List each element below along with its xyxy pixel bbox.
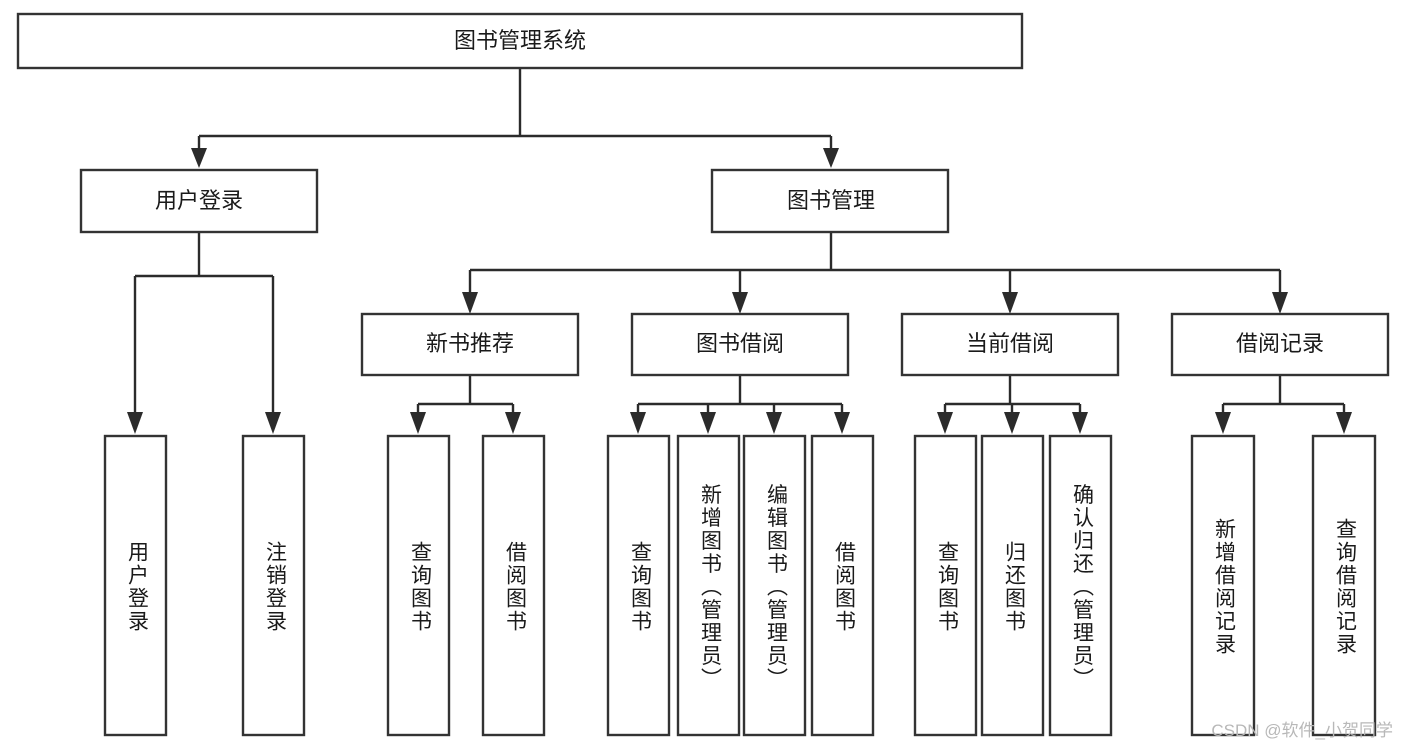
leaf-user-login-box[interactable] (103, 434, 168, 737)
leaf-bb-edit-label: 编辑图书（管理员） (764, 484, 788, 691)
leaf-br-query-record[interactable]: 查询借阅记录 (1311, 434, 1377, 737)
node-new-book-recommend[interactable]: 新书推荐 (360, 312, 580, 377)
node-user-login[interactable]: 用户登录 (79, 168, 319, 234)
leaf-cb-query-box[interactable] (913, 434, 978, 737)
arrowhead-newbook-borrow (505, 412, 521, 434)
leaf-cb-return-label: 归还图书 (1002, 541, 1026, 633)
leaf-br-add-label: 新增借阅记录 (1212, 518, 1236, 656)
connector-layer (127, 68, 1352, 434)
arrowhead-cb-return (1004, 412, 1020, 434)
book-management-label: 图书管理 (787, 188, 875, 213)
arrowhead-cb-query (937, 412, 953, 434)
arrowhead-current-borrow (1002, 292, 1018, 314)
arrowhead-leaf-user-login (127, 412, 143, 434)
leaf-cb-query-label: 查询图书 (935, 541, 959, 633)
leaf-br-add-box[interactable] (1190, 434, 1256, 737)
leaf-user-login-label: 用户登录 (125, 541, 149, 633)
root-box[interactable] (16, 12, 1024, 70)
leaf-newbook-query-label: 查询图书 (408, 541, 432, 633)
leaf-cb-query-book[interactable]: 查询图书 (913, 434, 978, 737)
borrow-record-label: 借阅记录 (1236, 331, 1324, 356)
leaf-logout-box[interactable] (241, 434, 306, 737)
leaf-cb-confirm-label: 确认归还（管理员） (1070, 484, 1094, 691)
book-borrow-box[interactable] (630, 312, 850, 377)
node-book-borrow[interactable]: 图书借阅 (630, 312, 850, 377)
leaf-br-query-label: 查询借阅记录 (1333, 518, 1357, 656)
user-login-box[interactable] (79, 168, 319, 234)
new-book-recommend-label: 新书推荐 (426, 331, 514, 356)
leaf-cb-return-box[interactable] (980, 434, 1045, 737)
arrowhead-bb-edit (766, 412, 782, 434)
leaf-cb-confirm-box[interactable] (1048, 434, 1113, 737)
arrowhead-borrow-record (1272, 292, 1288, 314)
leaf-newbook-borrow-box[interactable] (481, 434, 546, 737)
node-book-management[interactable]: 图书管理 (710, 168, 950, 234)
leaf-logout[interactable]: 注销登录 (241, 434, 306, 737)
arrowhead-new-book-rec (462, 292, 478, 314)
leaf-bb-add-label: 新增图书（管理员） (698, 484, 722, 691)
arrowhead-book-borrow (732, 292, 748, 314)
borrow-record-box[interactable] (1170, 312, 1390, 377)
current-borrow-box[interactable] (900, 312, 1120, 377)
book-management-box[interactable] (710, 168, 950, 234)
leaf-bb-add-book-admin[interactable]: 新增图书（管理员） (676, 434, 741, 737)
leaf-cb-return-book[interactable]: 归还图书 (980, 434, 1045, 737)
arrowhead-bb-query (630, 412, 646, 434)
leaf-bb-edit-book-admin[interactable]: 编辑图书（管理员） (742, 434, 807, 737)
arrowhead-user-login (191, 148, 207, 168)
book-borrow-label: 图书借阅 (696, 331, 784, 356)
arrowhead-br-add (1215, 412, 1231, 434)
leaf-bb-query-book[interactable]: 查询图书 (606, 434, 671, 737)
arrowhead-bb-add (700, 412, 716, 434)
arrowhead-cb-confirm (1072, 412, 1088, 434)
arrowhead-book-mgmt (823, 148, 839, 168)
arrowhead-bb-borrow (834, 412, 850, 434)
leaf-br-add-record[interactable]: 新增借阅记录 (1190, 434, 1256, 737)
leaf-br-query-box[interactable] (1311, 434, 1377, 737)
arrowhead-newbook-query (410, 412, 426, 434)
leaf-bb-query-label: 查询图书 (628, 541, 652, 633)
new-book-recommend-box[interactable] (360, 312, 580, 377)
leaf-bb-add-box[interactable] (676, 434, 741, 737)
leaf-logout-label: 注销登录 (263, 541, 287, 633)
current-borrow-label: 当前借阅 (966, 331, 1054, 356)
leaf-newbook-borrow-label: 借阅图书 (503, 541, 527, 633)
node-borrow-record[interactable]: 借阅记录 (1170, 312, 1390, 377)
leaf-user-login[interactable]: 用户登录 (103, 434, 168, 737)
user-login-label: 用户登录 (155, 188, 243, 213)
arrowhead-br-query (1336, 412, 1352, 434)
leaf-bb-edit-box[interactable] (742, 434, 807, 737)
leaf-bb-borrow-label: 借阅图书 (832, 541, 856, 633)
leaf-bb-borrow-book[interactable]: 借阅图书 (810, 434, 875, 737)
node-current-borrow[interactable]: 当前借阅 (900, 312, 1120, 377)
leaf-cb-confirm-return-admin[interactable]: 确认归还（管理员） (1048, 434, 1113, 737)
leaf-bb-query-box[interactable] (606, 434, 671, 737)
leaf-newbook-query-book[interactable]: 查询图书 (386, 434, 451, 737)
leaf-newbook-borrow-book[interactable]: 借阅图书 (481, 434, 546, 737)
leaf-bb-borrow-box[interactable] (810, 434, 875, 737)
arrowhead-leaf-logout (265, 412, 281, 434)
leaf-newbook-query-box[interactable] (386, 434, 451, 737)
root-label: 图书管理系统 (454, 28, 586, 53)
node-root[interactable]: 图书管理系统 (16, 12, 1024, 70)
